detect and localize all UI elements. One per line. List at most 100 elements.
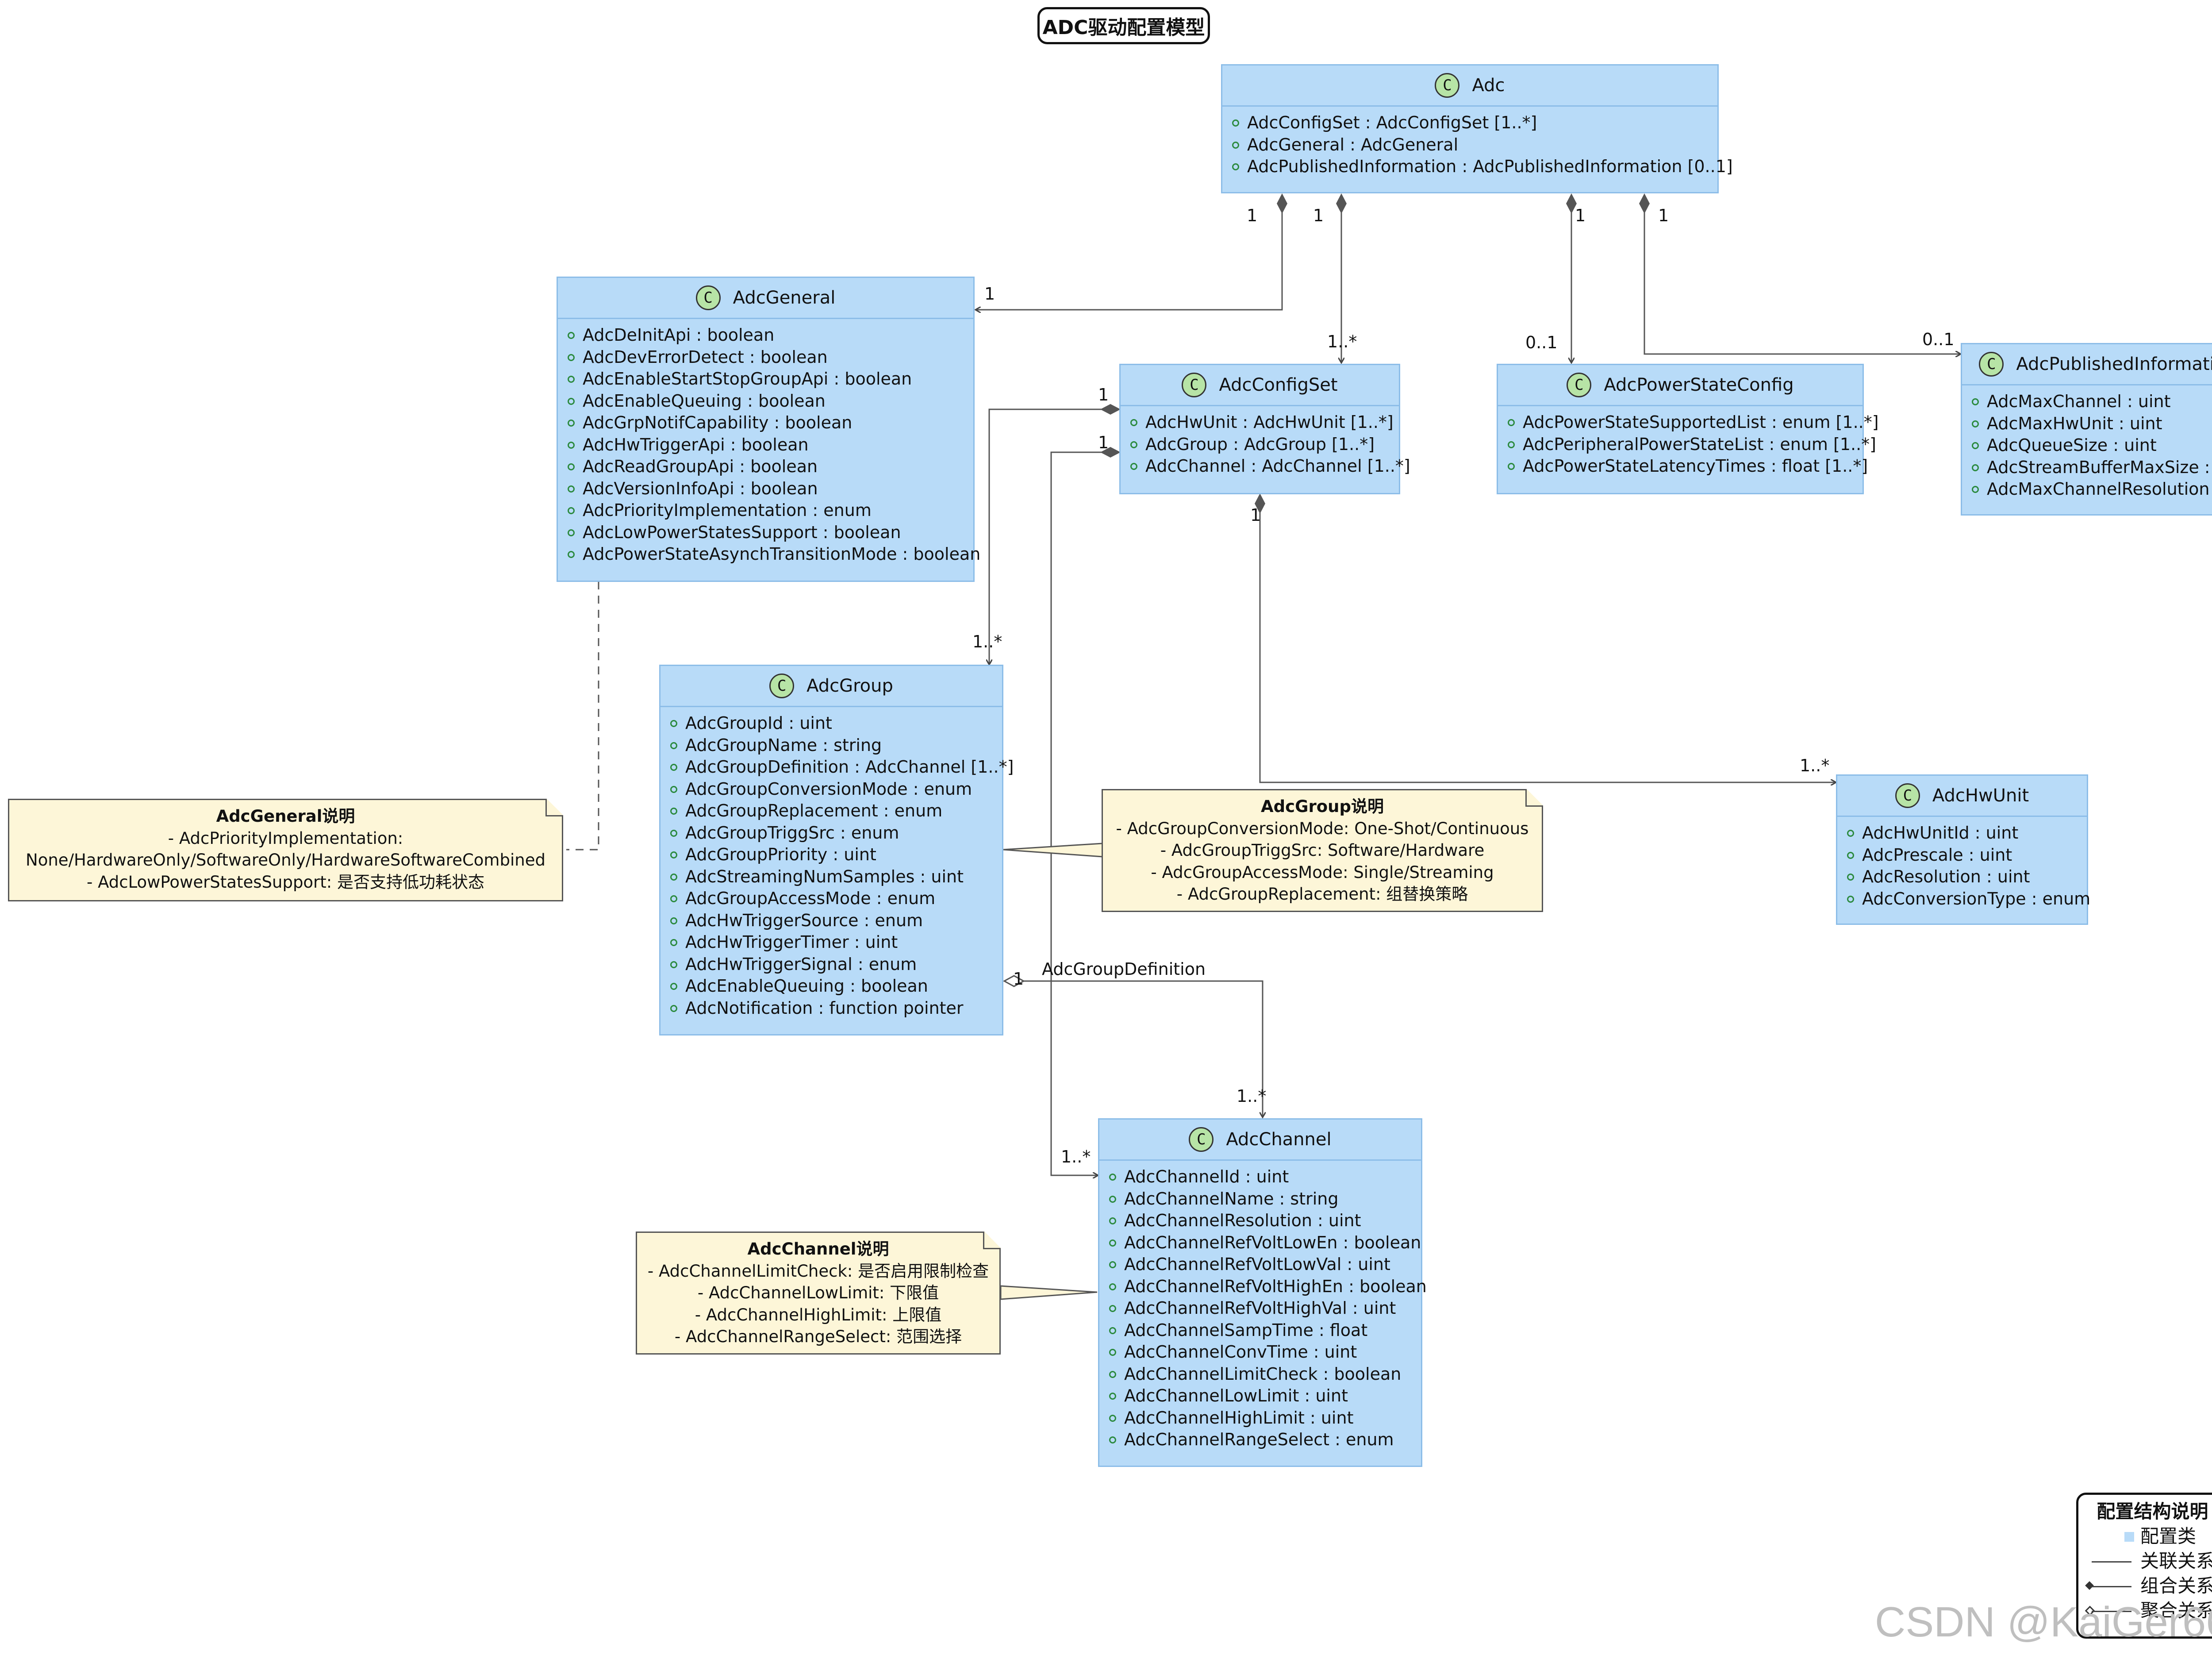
attribute: AdcPublishedInformation : AdcPublishedIn…	[1222, 156, 1733, 178]
legend-label: 组合关系	[2140, 1575, 2212, 1597]
class-attributes: AdcGroupId : uint AdcGroupName : string …	[661, 707, 1014, 1027]
class-attributes: AdcHwUnit : AdcHwUnit [1..*] AdcGroup : …	[1121, 406, 1410, 485]
class-name: AdcPublishedInformation	[2016, 354, 2212, 374]
class-adc-published-information[interactable]: C AdcPublishedInformation AdcMaxChannel …	[1961, 343, 2212, 516]
attribute: AdcEnableQueuing : boolean	[661, 975, 1002, 997]
class-attributes: AdcHwUnitId : uint AdcPrescale : uint Ad…	[1837, 817, 2090, 918]
class-header: C AdcPublishedInformation	[1962, 344, 2212, 385]
note-fold-corner	[983, 1232, 1001, 1249]
attribute: AdcPeripheralPowerStateList : enum [1..*…	[1498, 434, 1876, 456]
edge-configset-channel	[1050, 451, 1110, 1175]
legend-label: 聚合关系	[2140, 1600, 2212, 1621]
class-name: AdcConfigSet	[1219, 375, 1338, 395]
multiplicity-label: 1	[1013, 969, 1024, 989]
attribute: AdcChannelConvTime : uint	[1099, 1341, 1421, 1363]
attribute: AdcMaxHwUnit : uint	[1962, 413, 2212, 435]
class-header: C AdcGeneral	[558, 278, 973, 319]
attribute: AdcGrpNotifCapability : boolean	[558, 412, 973, 434]
note-line: - AdcGroupTriggSrc: Software/Hardware	[1160, 841, 1485, 860]
attribute: AdcMaxChannel : uint	[1962, 391, 2212, 413]
attribute: AdcGroupName : string	[661, 735, 1002, 757]
attribute: AdcNotification : function pointer	[661, 997, 1002, 1020]
aggregation-diamond	[1002, 975, 1025, 987]
composition-line-icon	[2092, 1586, 2131, 1587]
attribute: AdcHwTriggerSignal : enum	[661, 954, 1002, 976]
legend-item-aggregation: 聚合关系	[2078, 1598, 2212, 1623]
class-c-icon: C	[1895, 783, 1920, 808]
attribute: AdcChannel : AdcChannel [1..*]	[1121, 455, 1410, 477]
attribute: AdcQueueSize : uint	[1962, 435, 2212, 457]
class-header: C AdcHwUnit	[1837, 776, 2087, 817]
class-c-icon: C	[695, 285, 721, 310]
note-fold-corner	[1525, 789, 1543, 807]
attribute: AdcDevErrorDetect : boolean	[558, 346, 973, 369]
attribute: AdcChannelRefVoltLowEn : boolean	[1099, 1232, 1421, 1254]
multiplicity-label: 0..1	[1525, 333, 1558, 352]
multiplicity-label: 1..*	[1061, 1147, 1091, 1166]
multiplicity-label: 1..*	[1327, 332, 1357, 351]
class-adc-powerstate-config[interactable]: C AdcPowerStateConfig AdcPowerStateSuppo…	[1497, 364, 1879, 494]
attribute: AdcChannelResolution : uint	[1099, 1210, 1421, 1232]
edge-adc-published	[1644, 204, 1961, 354]
edge-adc-general	[975, 204, 1283, 310]
legend: 配置结构说明 配置类 关联关系 组合关系 聚合关系	[2076, 1493, 2212, 1639]
class-adc-configset[interactable]: C AdcConfigSet AdcHwUnit : AdcHwUnit [1.…	[1119, 364, 1410, 494]
attribute: AdcHwTriggerSource : enum	[661, 910, 1002, 932]
attribute: AdcVersionInfoApi : boolean	[558, 478, 973, 500]
note-title: AdcChannel说明	[747, 1239, 889, 1259]
attribute: AdcConversionType : enum	[1837, 888, 2090, 910]
class-adc[interactable]: C Adc AdcConfigSet : AdcConfigSet [1..*]…	[1221, 64, 1733, 193]
class-adc-hwunit[interactable]: C AdcHwUnit AdcHwUnitId : uint AdcPresca…	[1836, 774, 2090, 925]
legend-item-composition: 组合关系	[2078, 1574, 2212, 1598]
class-adc-general[interactable]: C AdcGeneral AdcDeInitApi : boolean AdcD…	[557, 277, 980, 582]
note-line: - AdcChannelHighLimit: 上限值	[695, 1305, 942, 1324]
class-adc-group[interactable]: C AdcGroup AdcGroupId : uint AdcGroupNam…	[659, 665, 1014, 1035]
attribute: AdcPowerStateAsynchTransitionMode : bool…	[558, 543, 980, 566]
note-adc-general: AdcGeneral说明 - AdcPriorityImplementation…	[8, 799, 563, 901]
attribute: AdcReadGroupApi : boolean	[558, 456, 973, 478]
class-attributes: AdcPowerStateSupportedList : enum [1..*]…	[1498, 406, 1879, 485]
attribute: AdcStreamBufferMaxSize : uint	[1962, 457, 2212, 479]
legend-label: 关联关系	[2140, 1550, 2212, 1572]
attribute: AdcStreamingNumSamples : uint	[661, 866, 1002, 888]
attribute: AdcDeInitApi : boolean	[558, 324, 973, 346]
attribute: AdcChannelRefVoltHighEn : boolean	[1099, 1276, 1427, 1298]
note-title: AdcGeneral说明	[216, 807, 355, 826]
association-line-icon	[2092, 1561, 2131, 1563]
note-line: - AdcChannelLimitCheck: 是否启用限制检查	[647, 1261, 989, 1281]
edge-configset-group	[989, 408, 1110, 665]
class-name: Adc	[1472, 75, 1505, 96]
note-adc-channel: AdcChannel说明 - AdcChannelLimitCheck: 是否启…	[636, 1232, 1001, 1355]
class-c-icon: C	[1189, 1127, 1214, 1152]
multiplicity-label: 1..*	[1800, 756, 1830, 775]
composition-diamond	[1100, 404, 1121, 415]
multiplicity-label: 1	[1658, 206, 1669, 225]
class-c-icon: C	[769, 674, 795, 698]
class-c-icon: C	[1567, 373, 1592, 397]
note-title: AdcGroup说明	[1261, 797, 1384, 816]
attribute: AdcChannelName : string	[1099, 1188, 1421, 1210]
class-adc-channel[interactable]: C AdcChannel AdcChannelId : uint AdcChan…	[1098, 1118, 1427, 1467]
class-header: C AdcConfigSet	[1121, 365, 1399, 406]
class-header: C AdcChannel	[1099, 1120, 1421, 1161]
attribute: AdcPriorityImplementation : enum	[558, 500, 973, 522]
attribute: AdcGroupPriority : uint	[661, 844, 1002, 866]
attribute: AdcGroupReplacement : enum	[661, 800, 1002, 822]
note-link-channel	[1000, 1285, 1098, 1300]
note-line: - AdcLowPowerStatesSupport: 是否支持低功耗状态	[86, 872, 485, 892]
note-line: - AdcChannelRangeSelect: 范围选择	[674, 1327, 962, 1346]
attribute: AdcHwTriggerTimer : uint	[661, 932, 1002, 954]
note-line: - AdcChannelLowLimit: 下限值	[697, 1283, 939, 1302]
class-c-icon: C	[1182, 373, 1207, 397]
attribute: AdcResolution : uint	[1837, 866, 2087, 888]
attribute: AdcHwUnit : AdcHwUnit [1..*]	[1121, 412, 1399, 434]
attribute: AdcChannelLimitCheck : boolean	[1099, 1363, 1421, 1386]
class-name: AdcChannel	[1226, 1129, 1332, 1150]
note-fold-corner	[545, 799, 563, 816]
note-line: - AdcGroupAccessMode: Single/Streaming	[1151, 862, 1494, 882]
multiplicity-label: 1	[1098, 433, 1109, 452]
watermark: CSDN @KaiGer666	[1874, 1598, 2212, 1646]
multiplicity-label: 0..1	[1922, 330, 1955, 349]
class-header: C AdcPowerStateConfig	[1498, 365, 1863, 406]
note-line: None/HardwareOnly/SoftwareOnly/HardwareS…	[26, 851, 545, 870]
